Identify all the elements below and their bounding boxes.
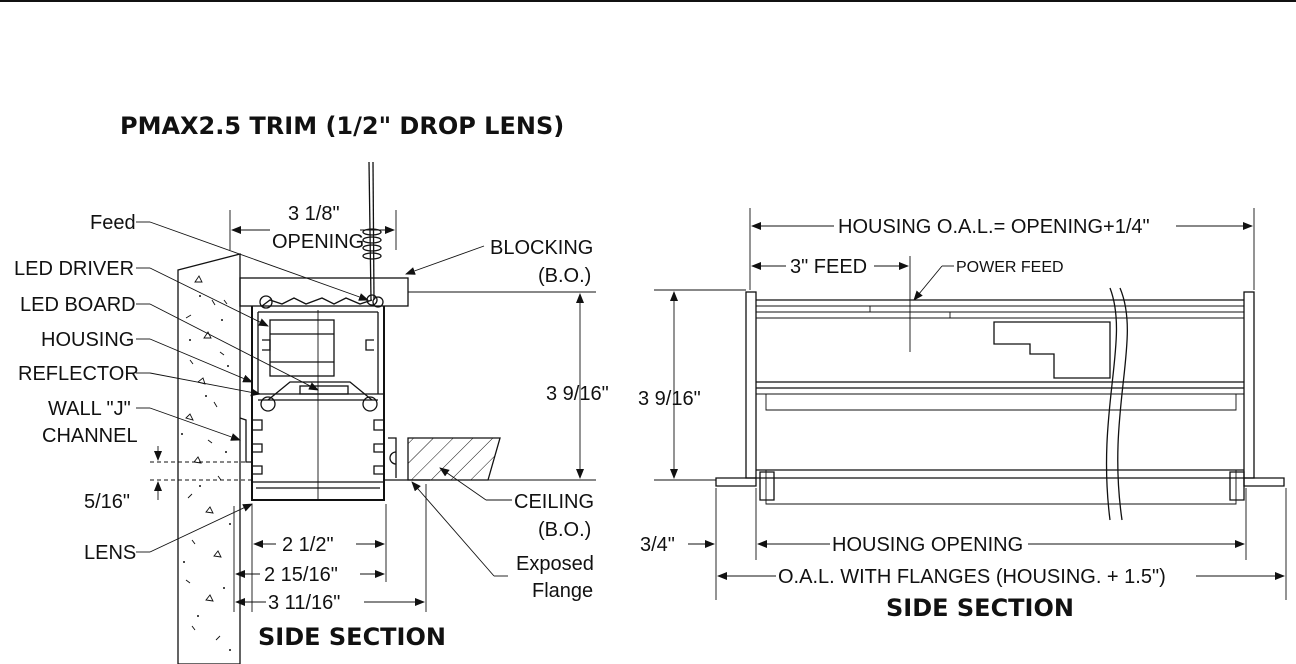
power-feed-leader — [913, 265, 943, 301]
housing-opening-label: HOUSING OPENING — [832, 534, 1023, 556]
width-dimension-c: 3 11/16" — [268, 592, 340, 614]
concrete-wall — [177, 253, 241, 664]
callout-reflector: REFLECTOR — [18, 363, 139, 385]
callout-lens: LENS — [84, 542, 136, 564]
oal-with-flanges-label: O.A.L. WITH FLANGES (HOUSING. + 1.5") — [778, 566, 1166, 588]
callout-leaders-left — [136, 221, 512, 577]
reflector-clip-right — [362, 396, 378, 412]
callout-wall-j-channel-line1: WALL "J" — [48, 398, 131, 420]
callout-led-driver: LED DRIVER — [14, 258, 134, 280]
width-dimension-a: 2 1/2" — [282, 534, 334, 556]
drop-dimension-label: 5/16" — [84, 491, 130, 513]
left-section-caption: SIDE SECTION — [258, 623, 446, 651]
exposed-flange — [384, 437, 430, 481]
housing-oal-label: HOUSING O.A.L.= OPENING+1/4" — [838, 216, 1150, 238]
drawing-title: PMAX2.5 TRIM (1/2" DROP LENS) — [120, 112, 564, 140]
led-driver — [269, 319, 335, 377]
flange-dimension-label: 3/4" — [640, 534, 675, 556]
opening-dimension-label: OPENING — [272, 231, 364, 253]
height-dimension-label-right: 3 9/16" — [638, 388, 701, 410]
width-dimension-b: 2 15/16" — [264, 564, 338, 586]
callout-wall-j-channel-line2: CHANNEL — [42, 425, 138, 447]
height-dimension-label: 3 9/16" — [546, 383, 609, 405]
reflector — [267, 381, 373, 401]
callout-ceiling-line2: (B.O.) — [538, 519, 591, 541]
left-section-view: 3 1/8" OPENING 3 9/16" 5/16" 2 1/2" 2 15… — [14, 161, 609, 664]
callout-feed: Feed — [90, 212, 136, 234]
led-board — [299, 385, 349, 395]
callout-blocking-line1: BLOCKING — [490, 237, 593, 259]
ceiling — [407, 437, 501, 481]
callout-led-board: LED BOARD — [20, 294, 136, 316]
power-feed-label: POWER FEED — [956, 259, 1064, 276]
flange-spring-clip — [389, 451, 397, 465]
callout-ceiling-line1: CEILING — [514, 491, 594, 513]
callout-housing: HOUSING — [41, 329, 134, 351]
opening-dimension-value: 3 1/8" — [288, 203, 340, 225]
right-section-caption: SIDE SECTION — [886, 594, 1074, 622]
fixture-side-elevation — [715, 287, 1285, 521]
callout-exposed-flange-line1: Exposed — [516, 553, 594, 575]
feed-dimension-label: 3" FEED — [790, 256, 867, 278]
suspension-wire — [362, 161, 382, 306]
reflector-clip-left — [260, 396, 276, 412]
callout-blocking-line2: (B.O.) — [538, 265, 591, 287]
right-section-view: HOUSING O.A.L.= OPENING+1/4" 3" FEED POW… — [638, 208, 1287, 622]
callout-exposed-flange-line2: Flange — [532, 580, 593, 602]
wall-j-channel — [239, 417, 253, 463]
